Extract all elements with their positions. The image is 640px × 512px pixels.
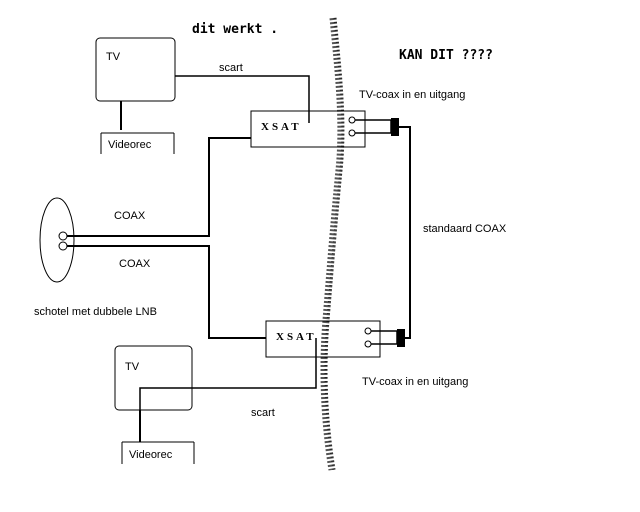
video-bottom-frame [121,441,195,464]
coax-top-label: COAX [114,210,146,222]
coax-bottom-cable [67,245,266,339]
top-coax-plug [391,118,399,136]
port-top-in [348,116,356,124]
video-top-label: Videorec [108,139,152,151]
standard-coax-cable [399,126,411,339]
ports-top-label: TV-coax in en uitgang [359,89,465,101]
top-coax-loop [355,119,392,134]
xsat-top-label: XSAT [261,121,302,133]
standard-coax-label: standaard COAX [423,223,507,235]
ports-bottom-label: TV-coax in en uitgang [362,376,468,388]
left-note: dit werkt . [192,22,278,37]
scart-bottom-label: scart [251,407,275,419]
port-top-out [348,129,356,137]
port-bottom-in [364,327,372,335]
lnb-port-1 [58,231,68,241]
tv-top-label: TV [106,51,121,63]
tv-bottom-box [114,345,193,411]
coax-bottom-label: COAX [119,258,151,270]
video-bottom-label: Videorec [129,449,173,461]
bottom-coax-plug [397,329,405,347]
tv-top-box [95,37,176,102]
coax-top-cable [67,137,251,237]
dish-label: schotel met dubbele LNB [34,306,157,318]
tv-bottom-label: TV [125,361,140,373]
xsat-top-box [250,110,366,148]
scart-top-cable [175,75,310,123]
dish-icon [39,197,75,283]
scart-bottom-cable [139,338,317,410]
xsat-bottom-label: XSAT [276,331,317,343]
video-top-frame [100,132,175,154]
scart-top-label: scart [219,62,243,74]
bottom-coax-loop [371,330,398,345]
wall [320,17,345,471]
xsat-bottom-box [265,320,381,358]
lnb-port-2 [58,241,68,251]
right-note: KAN DIT ???? [399,48,493,63]
port-bottom-out [364,340,372,348]
